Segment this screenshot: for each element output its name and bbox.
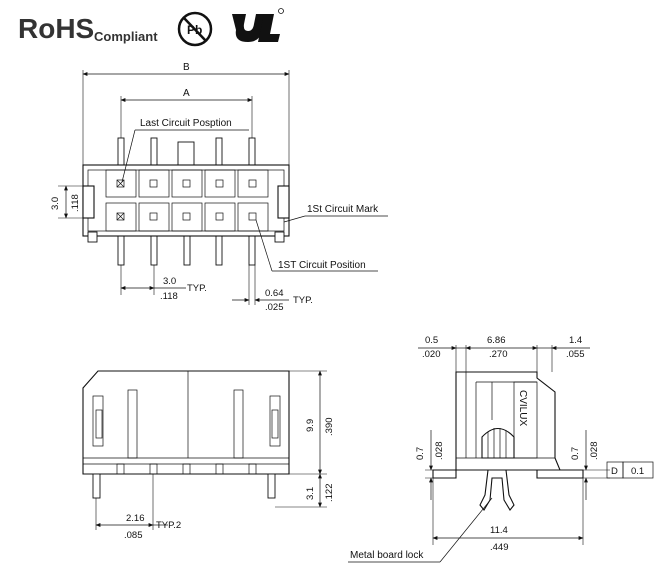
front-pinpos-in: .085 <box>124 530 143 541</box>
pin-width-typ: TYP. <box>293 295 313 306</box>
side-d3-mm: 1.4 <box>569 335 582 346</box>
pitch-in: .118 <box>160 291 178 302</box>
front-pinpos-mm: 2.16 <box>126 513 145 524</box>
flatness-symbol: D <box>611 466 618 477</box>
row-pitch-mm: 3.0 <box>50 197 61 210</box>
top-upper-pins <box>117 137 256 166</box>
pin-width-in: .025 <box>265 302 284 313</box>
row-pitch-in: .118 <box>70 194 81 212</box>
side-d2-mm: 6.86 <box>487 335 506 346</box>
cavities-row-1 <box>105 169 269 198</box>
pitch-mm: 3.0 <box>163 276 176 287</box>
side-width-mm: 11.4 <box>490 525 508 536</box>
first-circuit-mark-label: 1St Circuit Mark <box>307 204 379 215</box>
lead-free-icon: Pb <box>177 11 213 47</box>
metal-board-lock-shape <box>479 469 515 511</box>
front-height-in: .390 <box>324 418 335 437</box>
ul-recognized-icon <box>232 8 284 42</box>
pin-width-mm: 0.64 <box>265 288 284 299</box>
top-housing <box>82 164 290 237</box>
front-housing <box>82 370 290 475</box>
side-knob <box>481 427 515 459</box>
last-circuit-label: Last Circuit Posption <box>140 118 232 129</box>
front-pinpos-typ: TYP.2 <box>156 520 181 531</box>
top-view: B A <box>50 62 388 313</box>
side-d3-in: .055 <box>566 349 585 360</box>
side-left-mm: 0.7 <box>415 447 426 460</box>
top-lower-pins <box>117 235 256 266</box>
rohs-text: RoHS <box>18 13 94 44</box>
front-tail-in: .122 <box>324 484 335 503</box>
compliant-text: Compliant <box>94 29 158 44</box>
front-view: 9.9 .390 3.1 .122 2.16 TYP.2 .085 <box>82 370 335 541</box>
brand-mark: CVILUX <box>517 390 528 426</box>
flatness-value: 0.1 <box>631 466 644 477</box>
front-tail-mm: 3.1 <box>305 487 316 500</box>
side-left-in: .028 <box>434 442 445 461</box>
side-d1-in: .020 <box>422 349 441 360</box>
rohs-logo: RoHS Compliant <box>18 13 158 44</box>
cavities-row-2 <box>105 202 269 232</box>
side-d1-mm: 0.5 <box>425 335 438 346</box>
dim-b-label: B <box>183 62 190 73</box>
side-right-in: .028 <box>589 442 600 461</box>
pitch-typ: TYP. <box>187 283 207 294</box>
first-circuit-position-label: 1ST Circuit Position <box>278 260 366 271</box>
side-width-in: .449 <box>490 542 509 553</box>
metal-board-lock-label: Metal board lock <box>350 550 424 561</box>
side-right-mm: 0.7 <box>570 447 581 460</box>
front-height-mm: 9.9 <box>305 419 316 432</box>
side-view: 0.5 .020 6.86 .270 1.4 .055 CVILUX 0.7 .… <box>348 335 654 563</box>
dim-a-label: A <box>183 88 190 99</box>
side-d2-in: .270 <box>489 349 508 360</box>
flatness-frame: D 0.1 <box>606 461 654 479</box>
